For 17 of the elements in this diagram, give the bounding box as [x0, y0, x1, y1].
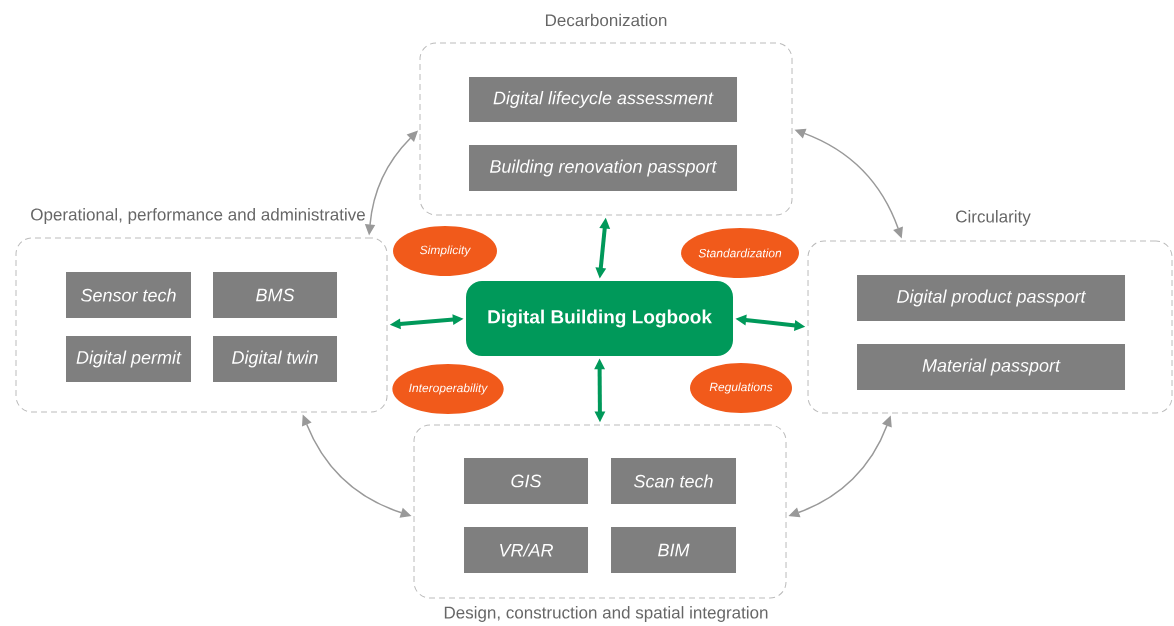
- item-box: BIM: [611, 527, 736, 573]
- group-heading: Circularity: [956, 210, 1031, 226]
- item-box: Material passport: [857, 344, 1125, 390]
- item-box: Sensor tech: [66, 272, 191, 318]
- item-box: VR/AR: [464, 527, 588, 573]
- group-heading: Decarbonization: [546, 13, 667, 27]
- item-box: Digital product passport: [857, 275, 1125, 321]
- hub-box: Digital Building Logbook: [466, 281, 733, 356]
- group-heading: Design, construction and spatial integration: [444, 606, 768, 622]
- item-box: Digital permit: [66, 336, 191, 382]
- item-box: Digital lifecycle assessment: [469, 77, 737, 122]
- item-box: BMS: [213, 272, 337, 318]
- item-box: GIS: [464, 458, 588, 504]
- item-box: Digital twin: [213, 336, 337, 382]
- item-box: Scan tech: [611, 458, 736, 504]
- group-heading: Operational, performance and administrative: [31, 208, 365, 224]
- item-box: Building renovation passport: [469, 145, 737, 191]
